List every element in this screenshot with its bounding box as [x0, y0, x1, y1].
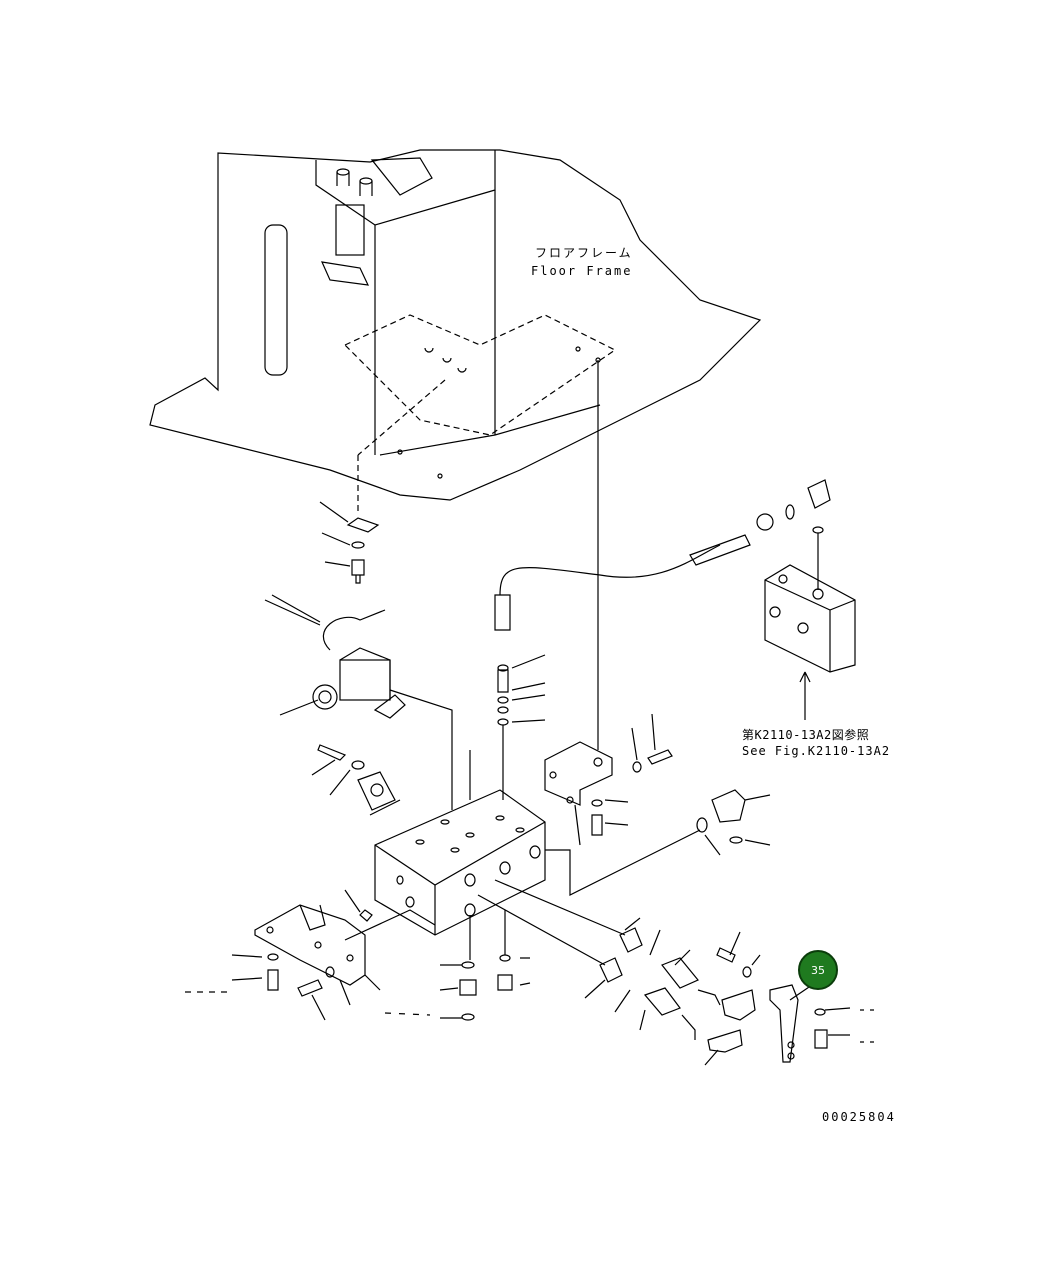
cover-plate	[311, 744, 401, 816]
mounting-bracket-upper	[544, 713, 673, 846]
reference-block	[764, 564, 856, 720]
callout-35[interactable]: 35	[798, 950, 838, 990]
floor-frame	[149, 149, 762, 750]
lower-fittings	[439, 910, 531, 1021]
solenoid-valve	[264, 594, 453, 810]
valve-block	[374, 750, 701, 936]
pressure-switches	[477, 879, 761, 1040]
mounting-bracket-lower	[185, 889, 436, 1021]
stay-bracket-35	[704, 984, 880, 1066]
elbow-fitting	[696, 789, 771, 856]
see-fig-label-jp: 第K2110-13A2図参照	[742, 728, 870, 742]
floor-frame-label-jp: フロアフレーム	[535, 246, 633, 260]
callout-35-number: 35	[811, 963, 825, 977]
drawing-number: 00025804	[822, 1110, 896, 1124]
bolt-stack-left-top	[319, 501, 380, 584]
floor-frame-label-en: Floor Frame	[531, 264, 633, 278]
hose-assembly	[494, 479, 831, 800]
see-fig-label-en: See Fig.K2110-13A2	[742, 744, 891, 758]
